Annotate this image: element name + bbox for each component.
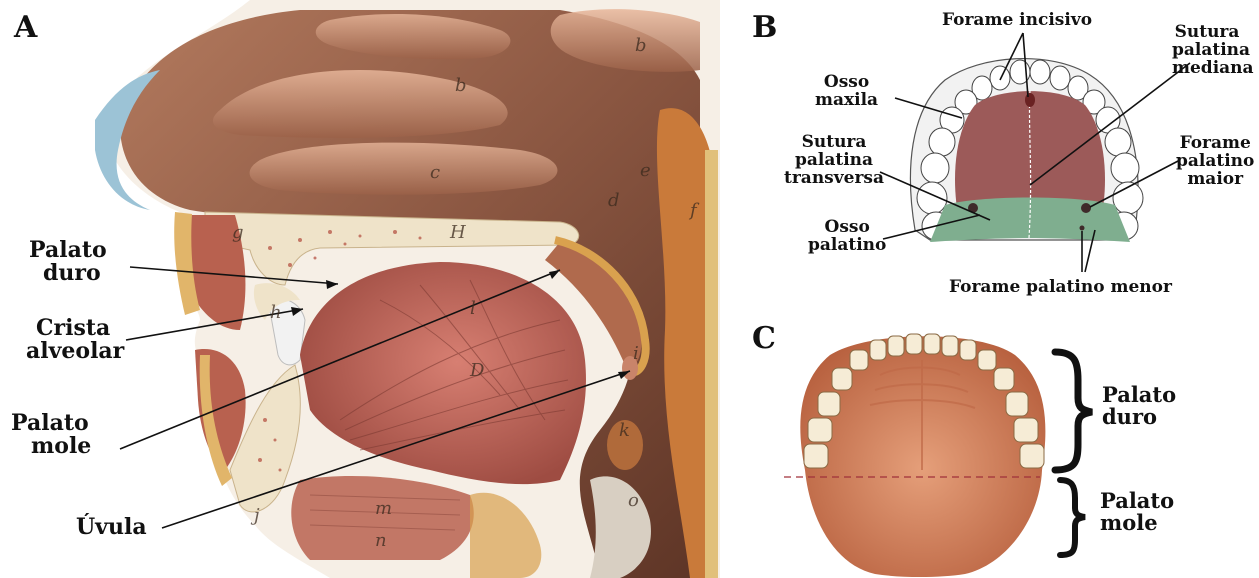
- anat-letter: D: [470, 360, 484, 381]
- label-palato-mole-c-line1: Palato: [1100, 490, 1174, 512]
- anat-letter: m: [375, 498, 392, 519]
- label-uvula: Úvula: [76, 516, 147, 539]
- label-sutura-transversa-line2: palatina: [784, 152, 884, 170]
- label-palato-mole-a-line2: mole: [31, 435, 91, 458]
- label-palato-mole-c-line2: mole: [1100, 512, 1174, 534]
- anat-letter: k: [619, 420, 630, 441]
- panel-a-illustration: [60, 0, 720, 578]
- panel-a-letter: A: [14, 12, 37, 44]
- label-crista-line2: alveolar: [26, 340, 124, 363]
- anat-letter: d: [608, 190, 620, 211]
- anat-letter: h: [270, 302, 282, 323]
- panel-c-letter: C: [752, 323, 776, 355]
- label-forame-maior-line3: maior: [1176, 171, 1254, 189]
- label-palato-mole-c: Palato mole: [1100, 490, 1174, 534]
- panel-c-illustration: [784, 334, 1092, 577]
- label-palato-mole-a-line1: Palato: [11, 412, 91, 435]
- label-sutura-transversa-line3: transversa: [784, 170, 884, 188]
- label-palato-duro-a: Palato duro: [29, 239, 107, 285]
- label-sutura-palatina-mediana: Sutura palatina mediana: [1172, 24, 1242, 78]
- anat-letter: c: [430, 162, 440, 183]
- label-forame-incisivo: Forame incisivo: [942, 12, 1092, 30]
- label-osso-maxila-line2: maxila: [815, 92, 878, 110]
- label-palato-mole-a: Palato mole: [11, 412, 91, 458]
- label-palato-duro-c-line2: duro: [1102, 406, 1176, 428]
- anat-letter: o: [628, 490, 639, 511]
- label-sutura-mediana-line2: palatina: [1172, 42, 1242, 60]
- anat-letter: l: [470, 298, 476, 319]
- anat-letter: H: [450, 222, 466, 243]
- label-palato-duro-c: Palato duro: [1102, 384, 1176, 428]
- label-palato-duro-c-line1: Palato: [1102, 384, 1176, 406]
- anat-letter: n: [375, 530, 387, 551]
- label-osso-maxila: Osso maxila: [815, 74, 878, 110]
- label-osso-palatino-line2: palatino: [808, 237, 886, 255]
- label-palato-duro-a-line2: duro: [37, 262, 107, 285]
- anat-letter: i: [633, 343, 639, 364]
- anat-letter: b: [635, 35, 647, 56]
- anat-letter: f: [690, 200, 697, 221]
- label-forame-palatino-menor: Forame palatino menor: [949, 279, 1172, 297]
- label-crista-alveolar: Crista alveolar: [26, 317, 124, 363]
- panel-b-letter: B: [752, 12, 777, 44]
- anat-letter: g: [232, 222, 244, 243]
- label-osso-palatino: Osso palatino: [808, 219, 886, 255]
- label-forame-maior-line2: palatino: [1176, 153, 1254, 171]
- anat-letter: e: [640, 160, 651, 181]
- label-palato-duro-a-line1: Palato: [29, 239, 107, 262]
- label-forame-palatino-maior: Forame palatino maior: [1176, 135, 1254, 189]
- label-sutura-mediana-line3: mediana: [1172, 60, 1242, 78]
- anat-letter: b: [455, 75, 467, 96]
- anat-letter: j: [254, 505, 260, 526]
- label-crista-line1: Crista: [36, 317, 124, 340]
- label-sutura-palatina-transversa: Sutura palatina transversa: [784, 134, 884, 188]
